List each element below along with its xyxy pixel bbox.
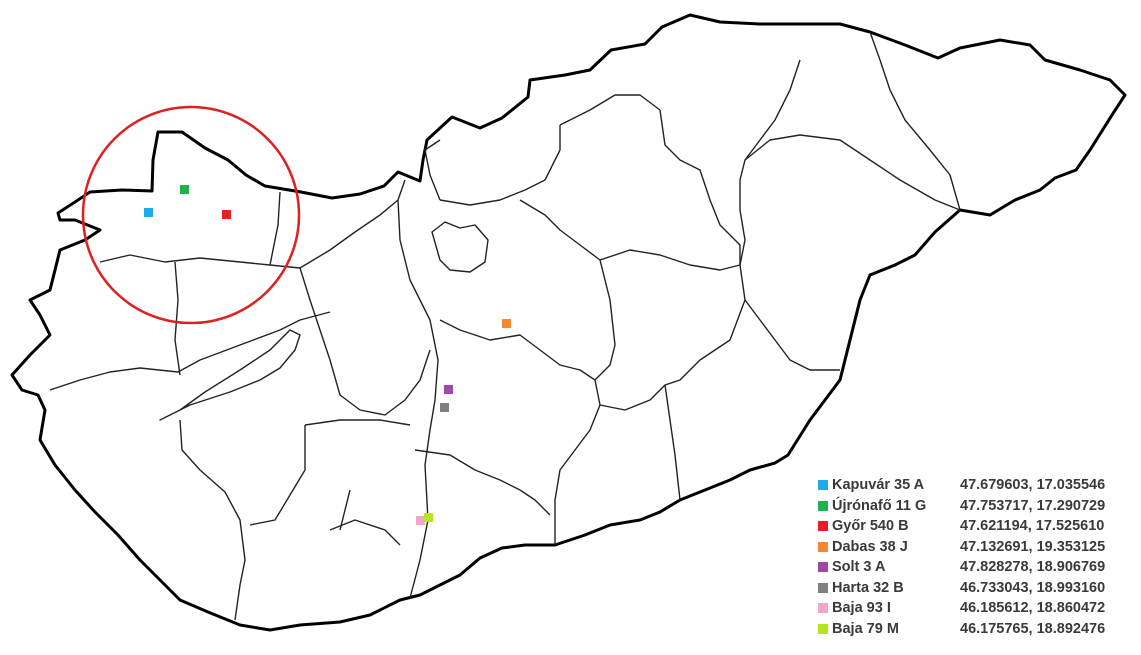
legend-site-name: Harta 32 B	[832, 579, 904, 596]
legend-coordinates: 46.733043, 18.993160	[960, 579, 1106, 596]
legend-swatch	[818, 623, 828, 634]
county-borders	[49, 31, 961, 621]
legend-item: Győr 540 B 47.621194, 17.525610	[818, 516, 1140, 537]
marker-gyor	[222, 210, 231, 219]
legend-swatch	[818, 582, 828, 593]
legend-coordinates: 47.621194, 17.525610	[960, 518, 1105, 535]
highlight-circle	[81, 105, 301, 325]
marker-kapuvar	[144, 208, 153, 217]
legend-swatch	[818, 521, 828, 532]
legend-coordinates: 47.132691, 19.353125	[960, 538, 1106, 555]
legend-site-name: Kapuvár 35 A	[832, 477, 925, 494]
legend-site-name: Győr 540 B	[832, 518, 909, 535]
legend-item: Kapuvár 35 A 47.679603, 17.035546	[818, 475, 1140, 496]
legend-item: Dabas 38 J 47.132691, 19.353125	[818, 537, 1140, 558]
legend-site-name: Dabas 38 J	[832, 538, 908, 555]
marker-solt	[444, 385, 453, 394]
legend-coordinates: 46.185612, 18.860472	[960, 600, 1106, 617]
legend-swatch	[818, 541, 828, 552]
marker-ujronafo	[180, 185, 189, 194]
country-border	[10, 13, 1127, 632]
legend-swatch	[818, 562, 828, 573]
legend-swatch	[818, 603, 828, 614]
marker-baja-93	[416, 516, 425, 525]
legend-swatch	[818, 500, 828, 511]
legend-site-name: Solt 3 A	[832, 559, 886, 576]
marker-baja-79	[424, 513, 433, 522]
legend-item: Solt 3 A 47.828278, 18.906769	[818, 557, 1140, 578]
legend-item: Újrónafő 11 G 47.753717, 17.290729	[818, 496, 1140, 517]
legend-item: Baja 93 I 46.185612, 18.860472	[818, 598, 1140, 619]
site-markers	[144, 185, 511, 525]
legend-coordinates: 47.828278, 18.906769	[960, 559, 1106, 576]
legend-item: Harta 32 B 46.733043, 18.993160	[818, 578, 1140, 599]
marker-dabas	[502, 319, 511, 328]
legend-site-name: Újrónafő 11 G	[832, 497, 927, 514]
legend-item: Baja 79 M 46.175765, 18.892476	[818, 619, 1140, 640]
legend-site-name: Baja 79 M	[832, 620, 899, 637]
legend-coordinates: 46.175765, 18.892476	[960, 620, 1106, 637]
map-legend: Kapuvár 35 A 47.679603, 17.035546 Újróna…	[818, 475, 1140, 639]
legend-site-name: Baja 93 I	[832, 600, 891, 617]
legend-swatch	[818, 480, 828, 491]
legend-coordinates: 47.753717, 17.290729	[960, 497, 1106, 514]
legend-coordinates: 47.679603, 17.035546	[960, 477, 1106, 494]
marker-harta	[440, 403, 449, 412]
